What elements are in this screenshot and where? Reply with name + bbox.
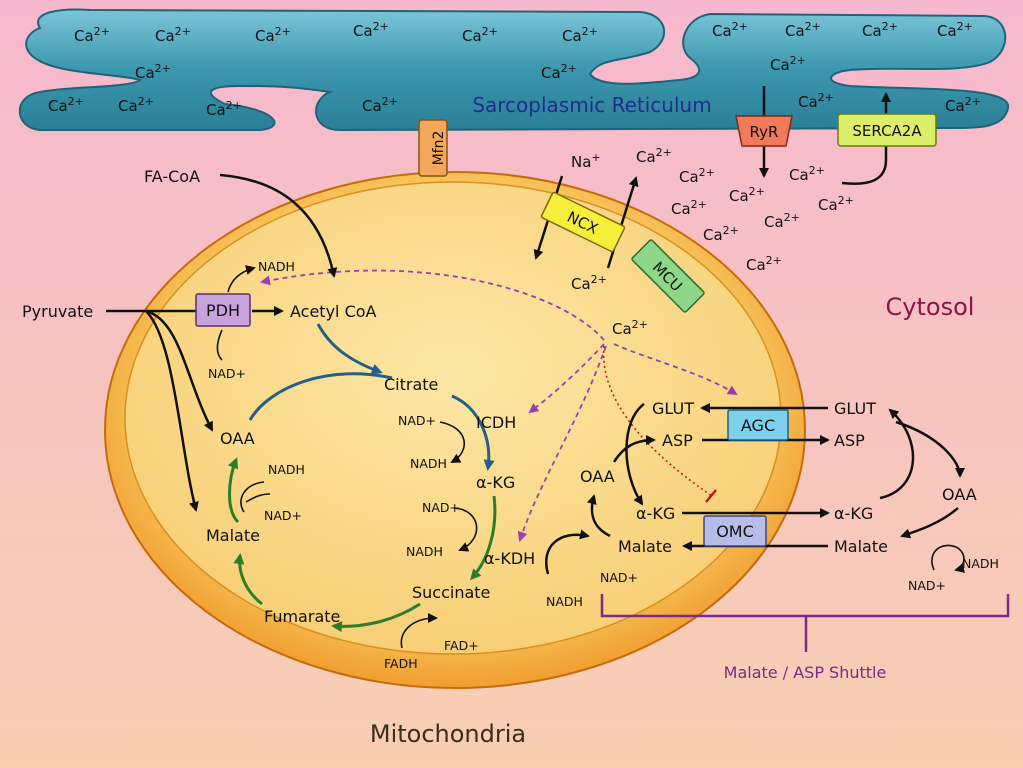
agc-carrier: AGC (727, 409, 789, 441)
fa-coa-label: FA-CoA (144, 167, 200, 186)
akdh-label: α-KDH (484, 549, 535, 568)
nadh-label: NADH (258, 259, 295, 274)
agc-label: AGC (741, 416, 775, 435)
oaa-shuttle-mito-label: OAA (580, 467, 615, 486)
pdh-enzyme: PDH (195, 293, 251, 327)
ca-ion: Ca2+ (48, 95, 84, 115)
ca-ion: Ca2+ (562, 25, 598, 45)
mfn2-tether: Mfn2 (418, 119, 448, 177)
ca-ion: Ca2+ (703, 224, 739, 244)
pyruvate-label: Pyruvate (22, 302, 93, 321)
ca-ion: Ca2+ (785, 20, 821, 40)
ca-ion: Ca2+ (362, 95, 398, 115)
nad-label: NAD+ (208, 366, 246, 381)
omc-inhibition-line (602, 345, 713, 497)
ca-ion: Ca2+ (571, 273, 607, 293)
nad-label: NAD+ (600, 570, 638, 585)
ca-ion: Ca2+ (862, 20, 898, 40)
nad-label: NAD+ (398, 413, 436, 428)
acetyl-coa-label: Acetyl CoA (290, 302, 377, 321)
ca-ion: Ca2+ (671, 198, 707, 218)
ca-ion: Ca2+ (255, 25, 291, 45)
ca-ion: Ca2+ (798, 91, 834, 111)
ca-ion: Ca2+ (155, 25, 191, 45)
malate-cyto-label: Malate (834, 537, 888, 556)
ryr-label: RyR (750, 123, 779, 141)
nad-label: NAD+ (422, 500, 460, 515)
ca-ion: Ca2+ (353, 20, 389, 40)
ca-ion-mito-matrix: Ca2+ (612, 318, 648, 338)
malate-shuttle-mito-label: Malate (618, 537, 672, 556)
glut-mito-label: GLUT (652, 399, 694, 418)
mitochondria-label: Mitochondria (370, 720, 526, 748)
oaa-cyto-label: OAA (942, 485, 977, 504)
ca-ion: Ca2+ (729, 185, 765, 205)
omc-label: OMC (716, 522, 754, 541)
asp-mito-label: ASP (662, 431, 693, 450)
akg-label: α-KG (476, 473, 515, 492)
shuttle-bracket (600, 594, 1010, 652)
nad-label: NAD+ (264, 508, 302, 523)
fadh-label: FADH (384, 656, 418, 671)
nadh-label: NADH (962, 556, 999, 571)
shuttle-label: Malate / ASP Shuttle (724, 663, 887, 682)
ca-ion: Ca2+ (770, 54, 806, 74)
ca-ion: Ca2+ (206, 99, 242, 119)
serca2a-label: SERCA2A (852, 122, 922, 140)
nadh-label: NADH (410, 456, 447, 471)
citrate-label: Citrate (384, 375, 438, 394)
akg-shuttle-mito-label: α-KG (636, 504, 675, 523)
icdh-label: ICDH (476, 413, 516, 432)
cytosol-label: Cytosol (886, 293, 975, 321)
metabolite-labels: FA-CoA Pyruvate Acetyl CoA Citrate ICDH … (22, 167, 977, 626)
tca-cycle-blue-arrows (248, 323, 495, 471)
cofactor-labels: NADH NAD+ NAD+ NADH NAD+ NADH NADH NAD+ … (208, 259, 999, 671)
tca-cycle-green-arrows (227, 457, 497, 633)
glut-cyto-label: GLUT (834, 399, 876, 418)
sr-label: Sarcoplasmic Reticulum (472, 93, 711, 117)
ca-ion: Ca2+ (636, 146, 672, 166)
ca-ion: Ca2+ (135, 62, 171, 82)
ryr-channel: RyR (735, 115, 793, 147)
mfn2-label: Mfn2 (431, 131, 447, 166)
sarcoplasmic-reticulum (18, 8, 1010, 132)
ca-ion: Ca2+ (746, 254, 782, 274)
omc-carrier: OMC (703, 515, 767, 547)
nadh-label: NADH (406, 544, 443, 559)
nadh-label: NADH (546, 594, 583, 609)
succinate-label: Succinate (412, 583, 490, 602)
tca-cofactor-arrows (240, 421, 478, 649)
ca-ion: Ca2+ (818, 194, 854, 214)
ca-ion: Ca2+ (712, 20, 748, 40)
ca-ion: Ca2+ (937, 20, 973, 40)
ca-ion: Ca2+ (541, 62, 577, 82)
omc-inhibition-bar (705, 489, 717, 503)
serca2a-pump: SERCA2A (837, 113, 937, 147)
ca-ion: Ca2+ (764, 211, 800, 231)
fad-label: FAD+ (444, 638, 479, 653)
ca-ion: Ca2+ (74, 25, 110, 45)
na-ion: Na+ (571, 151, 601, 171)
asp-cyto-label: ASP (834, 431, 865, 450)
input-arrows (106, 173, 338, 512)
nadh-label: NADH (268, 462, 305, 477)
akg-cyto-label: α-KG (834, 504, 873, 523)
ca-ion: Ca2+ (945, 95, 981, 115)
ca-ion: Ca2+ (118, 95, 154, 115)
ca-ion: Ca2+ (679, 166, 715, 186)
oaa-mito-label: OAA (220, 429, 255, 448)
fumarate-label: Fumarate (264, 607, 340, 626)
malate-mito-label: Malate (206, 526, 260, 545)
pdh-label: PDH (206, 301, 240, 320)
nad-label: NAD+ (908, 578, 946, 593)
pdh-cofactor-arrows (216, 265, 256, 361)
ca-ion: Ca2+ (462, 25, 498, 45)
cytosol-calcium-ions: Ca2+ Ca2+ Ca2+ Ca2+ Ca2+ Ca2+ Ca2+ Ca2+ … (571, 146, 854, 293)
shuttle-cofactor-arrows (931, 544, 965, 573)
sr-calcium-ions: Ca2+ Ca2+ Ca2+ Ca2+ Ca2+ Ca2+ Ca2+ Ca2+ … (48, 20, 981, 119)
calcium-activation-arrows (260, 269, 738, 542)
ca-ion: Ca2+ (789, 164, 825, 184)
